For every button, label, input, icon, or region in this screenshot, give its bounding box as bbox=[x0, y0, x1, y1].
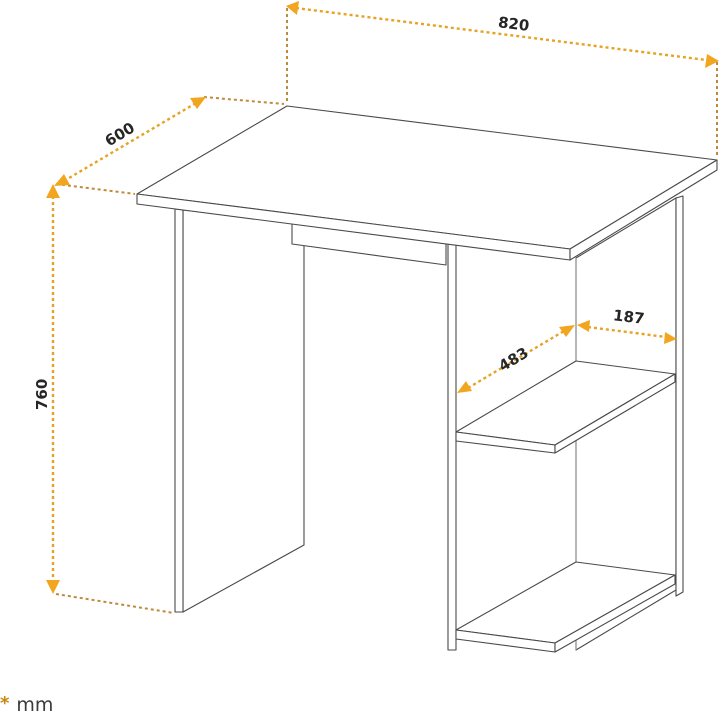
dimension-shelf-width-187: 187 bbox=[577, 306, 677, 344]
arrow-up-right-icon bbox=[190, 97, 206, 109]
left-panel-side bbox=[182, 209, 305, 613]
tabletop-side-edge bbox=[569, 159, 718, 261]
desk-drawing bbox=[136, 105, 718, 653]
dimension-label-depth: 600 bbox=[102, 119, 138, 151]
right-unit-outer-side bbox=[675, 195, 684, 597]
arrow-up-icon bbox=[46, 184, 60, 198]
arrow-left-icon bbox=[286, 1, 299, 15]
arrow-right-icon bbox=[664, 332, 677, 344]
asterisk-icon: * bbox=[0, 692, 10, 714]
dimension-label-shelf-depth: 483 bbox=[496, 344, 532, 376]
units-label: mm bbox=[16, 694, 54, 716]
shelf-unit-partition bbox=[447, 243, 457, 651]
dimension-label-width: 820 bbox=[497, 13, 530, 35]
dimension-height-760: 760 bbox=[33, 184, 175, 614]
units-legend: * mm bbox=[0, 692, 54, 716]
dimension-width-820: 820 bbox=[286, 1, 719, 158]
arrow-up-right-icon bbox=[559, 325, 575, 337]
arrow-left-icon bbox=[577, 320, 590, 332]
left-panel-front bbox=[174, 208, 184, 613]
arrow-down-left-icon bbox=[54, 174, 70, 186]
middle-shelf-side bbox=[554, 373, 676, 454]
arrow-down-left-icon bbox=[457, 381, 472, 393]
arrow-down-icon bbox=[46, 580, 60, 594]
dimension-label-shelf-width: 187 bbox=[612, 306, 645, 328]
dimension-label-height: 760 bbox=[33, 379, 51, 410]
arrow-right-icon bbox=[705, 54, 719, 68]
bottom-shelf-side bbox=[554, 574, 676, 653]
